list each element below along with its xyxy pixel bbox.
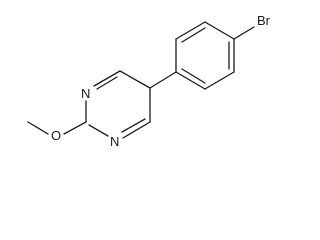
bond-c5-c4: [119, 70, 151, 89]
bond-benzene-2-inner: [181, 27, 206, 43]
bond-c2-n1: [88, 124, 109, 137]
atom-label-n-bottom: N: [110, 134, 119, 149]
bond-n1-c6-inner: [121, 118, 146, 133]
bond-c4-n3-inner: [96, 76, 118, 90]
bond-benzene-2: [175, 21, 206, 40]
bond-o-ch3: [27, 121, 49, 135]
atom-label-bromine: Br: [257, 13, 271, 28]
bond-benzene-6: [175, 71, 206, 90]
atom-label-n-top: N: [81, 86, 90, 101]
bond-n1-c6-outer: [122, 121, 151, 139]
methoxy-group: [27, 121, 87, 135]
bond-biaryl: [149, 71, 177, 89]
bond-c-br: [233, 26, 255, 40]
bond-benzene-5: [204, 71, 235, 90]
pyrimidine-ring: [85, 70, 151, 139]
benzene-ring: [175, 21, 235, 90]
bond-c2-o: [63, 121, 87, 135]
bond-c4-n3-outer: [93, 70, 121, 87]
bond-benzene-3: [204, 21, 235, 40]
atom-label-oxygen: O: [51, 128, 61, 143]
bond-benzene-6-inner: [181, 68, 206, 84]
chemical-structure: N N O Br: [27, 13, 271, 149]
